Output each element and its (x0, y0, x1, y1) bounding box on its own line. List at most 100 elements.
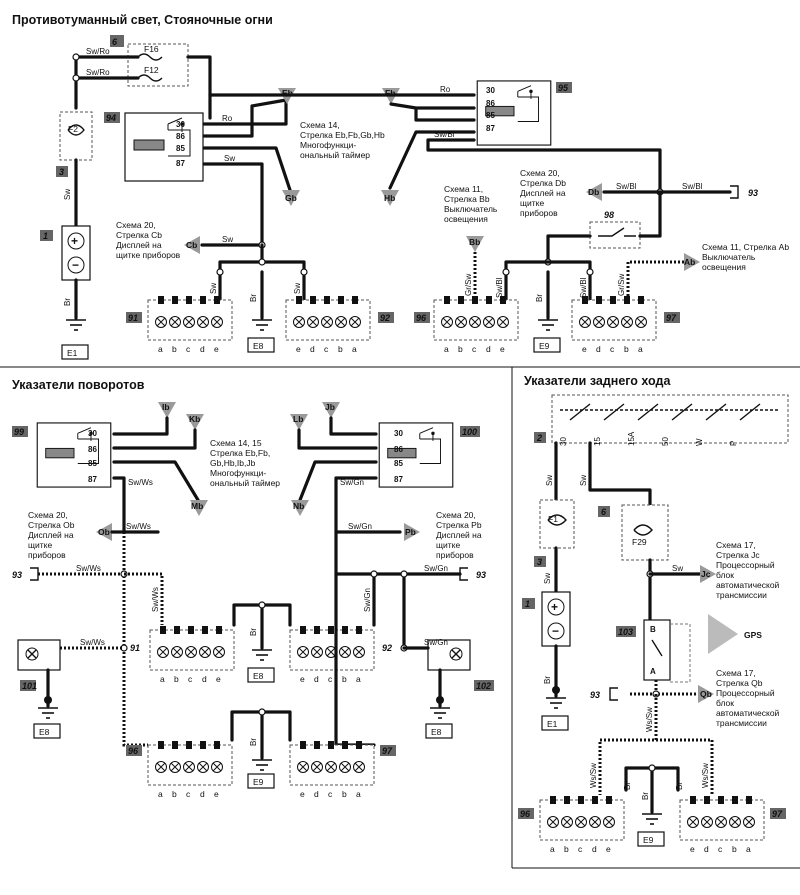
svg-text:Br: Br (623, 782, 632, 790)
svg-text:Sw/Gn: Sw/Gn (340, 478, 364, 487)
ground-e9 (533, 337, 561, 353)
svg-text:a: a (746, 844, 751, 854)
svg-text:85: 85 (486, 111, 495, 120)
svg-text:c: c (186, 344, 191, 354)
comp-94-label: 94 (106, 113, 116, 123)
arrow-hb (381, 190, 399, 206)
svg-text:Br: Br (543, 676, 552, 684)
svg-text:b: b (172, 789, 177, 799)
svg-text:Ws/Sw: Ws/Sw (645, 707, 654, 732)
svg-text:93: 93 (476, 570, 486, 580)
section-title-reverse: Указатели заднего хода (524, 374, 671, 388)
svg-text:Nb: Nb (293, 501, 304, 511)
svg-text:Br: Br (535, 294, 544, 302)
svg-text:E8: E8 (253, 341, 264, 351)
svg-text:A: A (650, 667, 656, 676)
svg-text:c: c (328, 674, 333, 684)
svg-text:Sw/Ws: Sw/Ws (80, 638, 105, 647)
fuse-f2: F2 (68, 124, 78, 134)
svg-text:d: d (592, 844, 597, 854)
svg-text:96: 96 (128, 746, 139, 756)
svg-text:Sw/Ws: Sw/Ws (76, 564, 101, 573)
arrow-qb (698, 685, 714, 703)
svg-text:Br: Br (641, 792, 650, 800)
ground-e1b (541, 715, 569, 731)
arrow-nb (291, 500, 309, 516)
arrow-ib (158, 402, 176, 418)
svg-text:Sw/Bl: Sw/Bl (579, 277, 588, 298)
svg-text:Fb: Fb (385, 88, 395, 98)
svg-text:a: a (356, 674, 361, 684)
svg-text:100: 100 (462, 427, 477, 437)
svg-text:a: a (160, 674, 165, 684)
svg-text:Sw/Bl: Sw/Bl (682, 182, 703, 191)
svg-text:Pb: Pb (405, 527, 416, 537)
fuse-f16: F16 (144, 44, 159, 54)
switch-98 (589, 221, 641, 249)
svg-text:Ob: Ob (98, 527, 110, 537)
svg-text:a: a (550, 844, 555, 854)
svg-text:GPS: GPS (744, 630, 762, 640)
svg-text:c: c (472, 344, 477, 354)
svg-text:Sw/Ws: Sw/Ws (126, 522, 151, 531)
lamp-101 (17, 639, 61, 671)
lamp-96-turn (147, 744, 233, 786)
svg-text:c: c (578, 844, 583, 854)
wire-ro-1: Ro (222, 114, 233, 123)
svg-text:Ab: Ab (684, 257, 695, 267)
svg-text:30: 30 (88, 429, 97, 438)
svg-text:e: e (582, 344, 587, 354)
svg-text:e: e (214, 344, 219, 354)
svg-text:Jc: Jc (701, 569, 711, 579)
svg-text:Sw/Ws: Sw/Ws (151, 587, 160, 612)
comp-6-badge (110, 35, 124, 47)
svg-text:e: e (606, 844, 611, 854)
ignition-switch-2 (551, 394, 789, 444)
svg-text:30: 30 (176, 120, 185, 129)
svg-text:−: − (552, 624, 559, 638)
svg-text:Ro: Ro (440, 85, 451, 94)
relay-100 (378, 422, 454, 488)
arrow-lb (290, 414, 308, 430)
fuse-f12: F12 (144, 65, 159, 75)
svg-text:Sw/Gn: Sw/Gn (348, 522, 372, 531)
relay-94 (124, 112, 204, 182)
svg-text:98: 98 (604, 210, 614, 220)
comp-1-label: 1 (43, 231, 48, 241)
svg-text:Ib: Ib (162, 402, 170, 412)
svg-text:Sw/Bl: Sw/Bl (434, 130, 455, 139)
svg-text:a: a (158, 344, 163, 354)
svg-text:103: 103 (618, 627, 633, 637)
svg-text:86: 86 (486, 99, 495, 108)
wire-sw-3: Sw (222, 235, 233, 244)
svg-text:97: 97 (666, 313, 677, 323)
svg-text:F29: F29 (632, 537, 647, 547)
svg-text:a: a (356, 789, 361, 799)
svg-text:c: c (186, 789, 191, 799)
svg-text:30: 30 (559, 437, 568, 446)
svg-text:B: B (650, 625, 656, 634)
fuse-f29-box (621, 504, 669, 561)
svg-text:b: b (342, 674, 347, 684)
arrow-mb (190, 500, 208, 516)
svg-text:96: 96 (520, 809, 531, 819)
svg-text:Bb: Bb (469, 237, 480, 247)
ground-e9c (637, 831, 665, 847)
svg-text:Br: Br (249, 738, 258, 746)
svg-text:86: 86 (394, 445, 403, 454)
ground-e1 (61, 344, 89, 360)
svg-text:92: 92 (382, 643, 392, 653)
svg-text:99: 99 (14, 427, 24, 437)
svg-text:Gr/Sw: Gr/Sw (464, 274, 473, 296)
svg-text:102: 102 (476, 681, 491, 691)
svg-text:E9: E9 (643, 835, 654, 845)
svg-text:Hb: Hb (384, 193, 395, 203)
wire-swro-2: Sw/Ro (86, 68, 110, 77)
ground-e8c (247, 667, 275, 683)
section-title-turn: Указатели поворотов (12, 378, 145, 392)
svg-text:Sw: Sw (545, 475, 554, 486)
